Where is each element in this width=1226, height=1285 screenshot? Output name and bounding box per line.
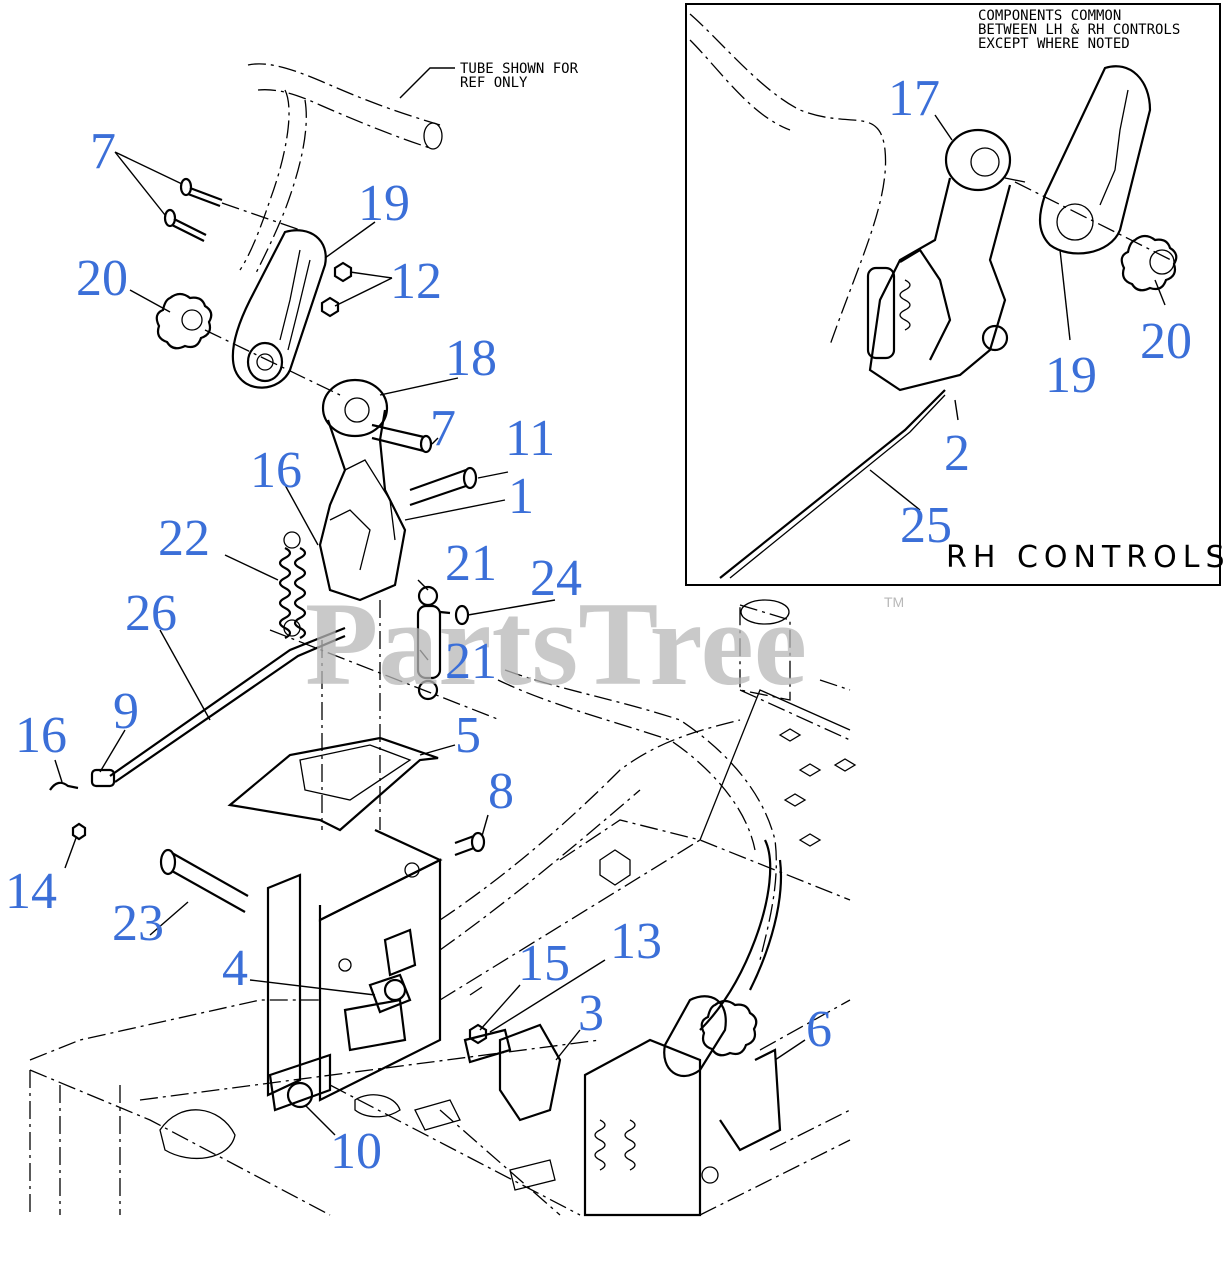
- callout-19-inset: 19: [1045, 347, 1097, 404]
- inset-control-lever: [866, 128, 1026, 392]
- pivot-bolt-23: [159, 848, 249, 913]
- callout-23: 23: [112, 895, 164, 952]
- callout-15: 15: [518, 935, 570, 992]
- callout-10: 10: [330, 1123, 382, 1180]
- axis-line-middle: [269, 629, 501, 721]
- inset-control-rod: [719, 389, 946, 579]
- inset-title: RH CONTROLS: [946, 540, 1226, 575]
- leader-20-inset: [1154, 279, 1166, 306]
- callout-4: 4: [222, 940, 248, 997]
- inset-knob: [1120, 234, 1178, 292]
- callout-9: 9: [113, 683, 139, 740]
- callout-26: 26: [125, 585, 177, 642]
- bolt-8: [454, 831, 486, 857]
- callout-20-inset: 20: [1140, 313, 1192, 370]
- callout-7-upper: 7: [90, 123, 116, 180]
- callout-1: 1: [508, 468, 534, 525]
- knob-20: [155, 292, 213, 350]
- leader-17: [934, 114, 953, 141]
- callout-6: 6: [806, 1001, 832, 1058]
- callout-19: 19: [358, 175, 410, 232]
- trademark: TM: [884, 594, 904, 610]
- inset-tube-dashed: [689, 13, 887, 346]
- rod-hardware: [49, 768, 116, 841]
- damper-sector-10: [268, 1053, 332, 1112]
- callout-16-lower: 16: [15, 707, 67, 764]
- nuts-12: [320, 261, 353, 318]
- inset-axis-line: [1014, 181, 1176, 263]
- callout-24: 24: [530, 550, 582, 607]
- callout-2: 2: [944, 425, 970, 482]
- control-rod-26: [109, 626, 346, 777]
- damper-21: [416, 585, 442, 701]
- callout-5: 5: [455, 707, 481, 764]
- callout-12: 12: [390, 253, 442, 310]
- inset-note-line-3: EXCEPT WHERE NOTED: [978, 36, 1130, 52]
- bolt-11: [409, 466, 478, 507]
- callout-21-upper: 21: [445, 535, 497, 592]
- inset-frame: [685, 3, 1221, 586]
- inset-note-line-2: BETWEEN LH & RH CONTROLS: [978, 22, 1180, 38]
- callout-14: 14: [5, 863, 57, 920]
- callout-3: 3: [578, 985, 604, 1042]
- chassis-frame: [29, 599, 857, 1216]
- tube-note-line-2: REF ONLY: [460, 75, 528, 91]
- inset-handle-grip: [1038, 65, 1152, 255]
- axis-line-upper: [204, 329, 341, 396]
- inset-note-line-1: COMPONENTS COMMON: [978, 8, 1121, 24]
- callout-16-upper: 16: [250, 442, 302, 499]
- callout-13: 13: [610, 913, 662, 970]
- inset-tube-dashed-2: [689, 39, 791, 131]
- watermark: PartsTree: [305, 577, 807, 710]
- callout-8: 8: [488, 763, 514, 820]
- callout-7-lower: 7: [430, 400, 456, 457]
- bolts-7: [163, 177, 301, 242]
- callout-21-lower: 21: [445, 633, 497, 690]
- rh-controls-inset: COMPONENTS COMMON BETWEEN LH & RH CONTRO…: [685, 3, 1226, 586]
- leaders-main: [54, 151, 806, 1136]
- bracket-3: [463, 986, 562, 1122]
- handle-grip: [231, 229, 327, 389]
- callout-17: 17: [888, 70, 940, 127]
- pin-7: [371, 423, 433, 454]
- leader-25: [869, 469, 921, 511]
- leader-2: [954, 399, 959, 421]
- right-lever-assembly: [583, 839, 851, 1217]
- spring-22: [278, 531, 307, 639]
- callout-11: 11: [505, 410, 555, 467]
- leader-19-inset: [1059, 249, 1071, 341]
- callout-18: 18: [445, 330, 497, 387]
- tube-note-line-1: TUBE SHOWN FOR: [460, 61, 579, 77]
- callout-22: 22: [158, 510, 210, 567]
- leader-tube-note: [399, 67, 455, 99]
- callout-20: 20: [76, 250, 128, 307]
- control-lever: [318, 378, 407, 602]
- callout-25: 25: [900, 497, 952, 554]
- plate-5: [227, 736, 439, 832]
- reference-tube: [239, 63, 455, 276]
- control-bracket: [266, 829, 443, 1102]
